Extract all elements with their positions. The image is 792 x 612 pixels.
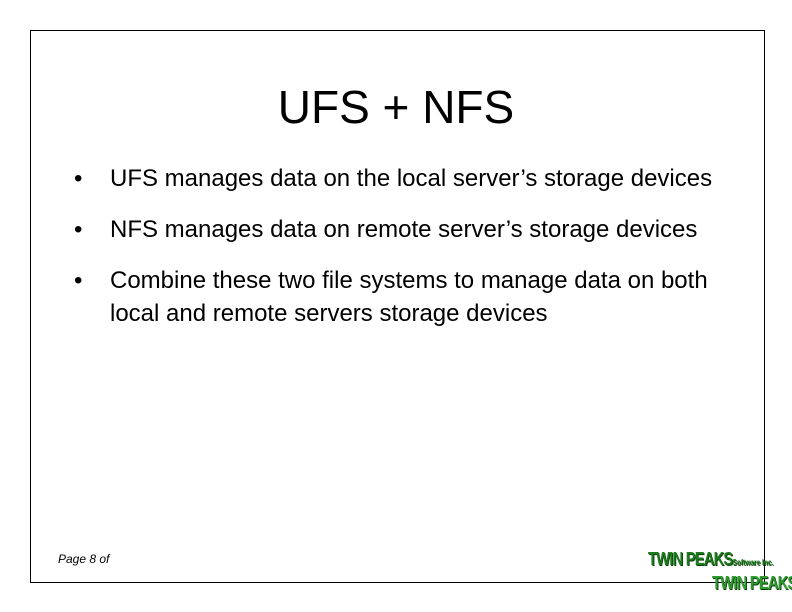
- company-logo-secondary: TWIN PEAKS: [712, 574, 792, 592]
- bullet-text: UFS manages data on the local server’s s…: [110, 165, 713, 192]
- list-item: • NFS manages data on remote server’s st…: [70, 213, 760, 246]
- slide-frame: [30, 30, 765, 583]
- list-item: • Combine these two file systems to mana…: [70, 264, 760, 330]
- bullet-marker: •: [74, 216, 83, 243]
- list-item: • UFS manages data on the local server’s…: [70, 162, 760, 195]
- bullet-marker: •: [74, 267, 83, 294]
- page-number: Page 8 of: [58, 552, 110, 566]
- slide-title: UFS + NFS: [277, 81, 515, 133]
- bullet-marker: •: [74, 165, 83, 192]
- bullet-text: Combine these two file systems to manage…: [110, 267, 708, 327]
- bullet-text: NFS manages data on remote server’s stor…: [110, 216, 698, 243]
- logo-suffix: Software Inc.: [732, 558, 774, 567]
- logo-text-secondary: TWIN PEAKS: [712, 573, 792, 593]
- bullet-list: • UFS manages data on the local server’s…: [70, 162, 760, 348]
- logo-text: TWIN PEAKS: [648, 549, 733, 569]
- company-logo: TWIN PEAKSSoftware Inc.: [648, 550, 773, 572]
